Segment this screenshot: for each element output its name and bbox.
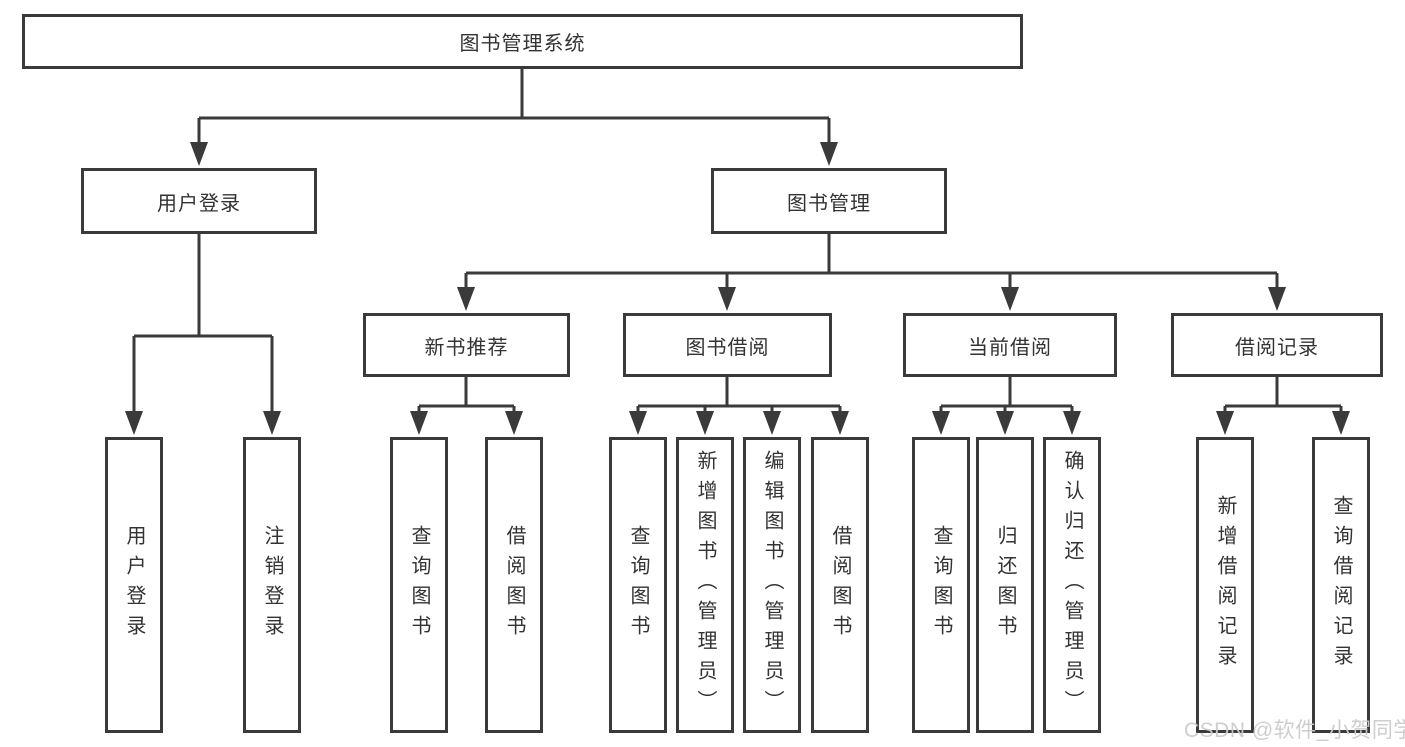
node-root-label: 图书管理系统: [459, 33, 586, 55]
arrow-icon: [1332, 411, 1350, 435]
node-user-login-label: 用户登录: [157, 192, 241, 215]
node-book-borrow: 图书借阅: [623, 313, 832, 377]
leaf-borrow-add-book-admin-label: 新增图书（管理员）: [694, 450, 716, 720]
arrow-icon: [831, 411, 849, 435]
leaf-borrow-add-book-admin: 新增图书（管理员）: [676, 437, 734, 733]
connector-root-to-level2: [197, 68, 831, 150]
arrow-icon: [629, 411, 647, 435]
leaf-current-confirm-return-admin: 确认归还（管理员）: [1043, 437, 1101, 733]
node-borrow-records-label: 借阅记录: [1235, 336, 1319, 359]
leaf-current-return-book: 归还图书: [976, 437, 1034, 733]
arrow-icon: [505, 411, 523, 435]
arrow-icon: [457, 287, 475, 311]
leaf-logout-label: 注销登录: [261, 525, 283, 645]
arrow-icon: [696, 411, 714, 435]
arrow-icon: [1216, 411, 1234, 435]
csdn-watermark: CSDN @软件_小贺同学: [1184, 719, 1405, 742]
leaf-borrow-query-book-label: 查询图书: [627, 525, 649, 645]
node-new-book-recommend: 新书推荐: [363, 313, 570, 377]
leaf-user-login-label: 用户登录: [123, 525, 145, 645]
node-book-management-label: 图书管理: [787, 192, 871, 215]
leaf-borrow-edit-book-admin: 编辑图书（管理员）: [743, 437, 801, 733]
leaf-current-confirm-return-admin-label: 确认归还（管理员）: [1061, 450, 1083, 720]
leaf-recommend-borrow-book: 借阅图书: [485, 437, 543, 733]
leaf-records-add-record-label: 新增借阅记录: [1214, 495, 1236, 675]
leaf-user-login: 用户登录: [105, 437, 163, 733]
arrow-icon: [190, 142, 208, 166]
leaf-borrow-edit-book-admin-label: 编辑图书（管理员）: [761, 450, 783, 720]
leaf-recommend-query-book-label: 查询图书: [408, 525, 430, 645]
arrow-icon: [263, 411, 281, 435]
arrow-icon: [410, 411, 428, 435]
connector-book-management-to-level3: [464, 234, 1279, 294]
arrow-icon: [996, 411, 1014, 435]
arrow-icon: [125, 411, 143, 435]
connector-new-book-recommend-to-leaves: [417, 377, 516, 418]
node-borrow-records: 借阅记录: [1171, 313, 1383, 377]
arrow-icon: [1063, 411, 1081, 435]
leaf-records-query-record-label: 查询借阅记录: [1330, 495, 1352, 675]
node-current-borrow: 当前借阅: [903, 313, 1117, 377]
node-book-management: 图书管理: [711, 168, 947, 234]
arrow-icon: [763, 411, 781, 435]
leaf-records-query-record: 查询借阅记录: [1312, 437, 1370, 733]
node-user-login: 用户登录: [81, 168, 317, 234]
node-current-borrow-label: 当前借阅: [968, 336, 1052, 359]
node-root: 图书管理系统: [22, 14, 1023, 69]
leaf-logout: 注销登录: [243, 437, 301, 733]
connector-borrow-records-to-leaves: [1223, 377, 1343, 418]
arrow-icon: [1001, 287, 1019, 311]
arrowheads: [125, 142, 1350, 435]
leaf-borrow-borrow-book-label: 借阅图书: [829, 525, 851, 645]
arrow-icon: [932, 411, 950, 435]
node-book-borrow-label: 图书借阅: [685, 336, 770, 359]
leaf-current-query-book-label: 查询图书: [930, 525, 952, 645]
leaf-current-return-book-label: 归还图书: [994, 525, 1016, 645]
arrow-icon: [718, 287, 736, 311]
leaf-borrow-query-book: 查询图书: [609, 437, 667, 733]
arrow-icon: [1268, 287, 1286, 311]
connector-user-login-to-leaves: [132, 234, 274, 418]
leaf-records-add-record: 新增借阅记录: [1196, 437, 1254, 733]
leaf-recommend-borrow-book-label: 借阅图书: [503, 525, 525, 645]
leaf-recommend-query-book: 查询图书: [390, 437, 448, 733]
node-new-book-recommend-label: 新书推荐: [424, 336, 509, 359]
arrow-icon: [820, 142, 838, 166]
leaf-current-query-book: 查询图书: [912, 437, 970, 733]
connector-book-borrow-to-leaves: [636, 377, 842, 418]
leaf-borrow-borrow-book: 借阅图书: [811, 437, 869, 733]
